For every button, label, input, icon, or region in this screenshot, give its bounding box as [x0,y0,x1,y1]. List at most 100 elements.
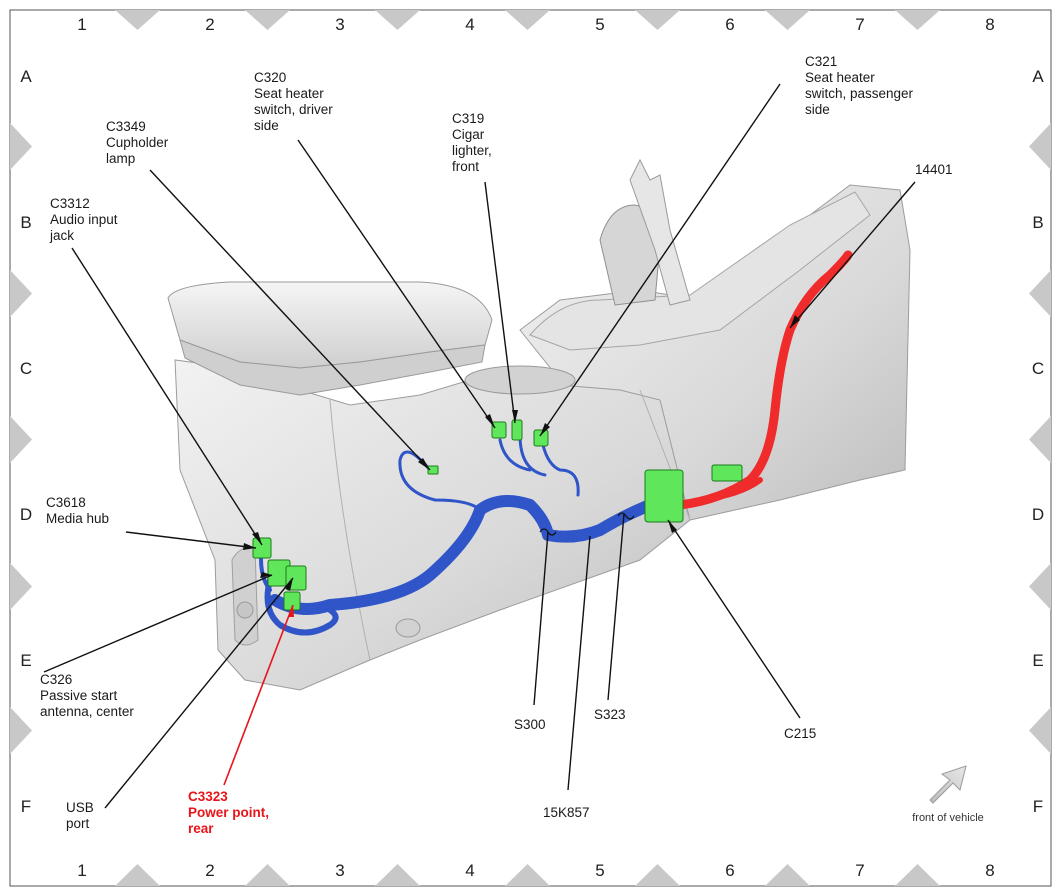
col-label: 8 [985,15,994,34]
label-line: C321 [805,54,837,69]
label-c3349: C3349 Cupholder lamp [106,119,169,166]
label-line: front [452,159,479,174]
label-line: lamp [106,151,135,166]
branch-switches [498,433,580,497]
label-line: Audio input [50,212,118,227]
leader-c326 [43,574,273,673]
leader-c320 [297,139,496,429]
col-label: 6 [725,861,734,880]
leader-s300 [533,531,549,706]
grid-markers-top [115,10,940,30]
label-c321: C321 Seat heater switch, passenger side [805,54,914,117]
connector-c215 [644,469,684,523]
label-line: 15K857 [543,805,590,820]
connectors [252,419,743,611]
console-front-rail [529,191,871,351]
grid-markers-right [1029,123,1051,754]
row-label: F [1033,797,1043,816]
harness-loop-rear [264,577,339,636]
label-line: C320 [254,70,286,85]
armrest-lid-edge [179,339,486,396]
col-label: 1 [77,861,86,880]
label-c320: C320 Seat heater switch, driver side [254,70,333,133]
leader-c3312 [71,247,263,546]
rear-outlet [236,601,254,619]
leader-c3618 [125,531,257,549]
label-line: switch, driver [254,102,333,117]
label-line: Media hub [46,511,109,526]
front-of-vehicle-label: front of vehicle [912,812,984,824]
splice-s323-mark [617,512,635,520]
col-label: 5 [595,15,604,34]
arrowhead [418,458,430,470]
arrowhead [243,543,256,550]
label-line: C215 [784,726,816,741]
label-line: Power point, [188,805,269,820]
arrowhead [668,520,677,533]
label-c3618: C3618 Media hub [46,495,109,526]
connector-c319 [511,419,523,441]
label-c3323: C3323 Power point, rear [188,789,269,836]
main-harness [269,495,656,615]
arrowhead [485,414,495,428]
label-line: rear [188,821,214,836]
red-harness [675,250,853,510]
leader-c321 [539,83,781,437]
label-15k857: 15K857 [543,805,590,820]
row-label: E [1032,651,1043,670]
leader-lines [43,83,916,809]
row-label: B [1032,213,1043,232]
arrowhead [285,578,293,591]
row-label: F [21,797,31,816]
side-vent [395,618,421,638]
col-label: 4 [465,15,474,34]
leader-arrowheads [243,315,800,617]
col-label: 6 [725,15,734,34]
row-label: A [20,67,32,86]
rear-panel-recess [231,547,259,646]
label-line: C3349 [106,119,146,134]
label-line: C3312 [50,196,90,211]
leader-c319 [484,181,516,424]
leader-c215 [667,519,801,719]
column-numbers-bottom: 1 2 3 4 5 6 7 8 [77,861,994,880]
harness-14401 [675,250,853,510]
front-of-vehicle-indicator: front of vehicle [912,765,984,824]
label-s300: S300 [514,717,546,732]
cupholder-opening [464,365,576,395]
label-14401: 14401 [915,162,953,177]
leader-15k857 [567,535,591,791]
row-label: C [20,359,32,378]
label-line: USB [66,800,94,815]
label-line: port [66,816,90,831]
label-line: S323 [594,707,626,722]
shifter-bracket [629,158,691,306]
label-line: C326 [40,672,72,687]
label-line: C3323 [188,789,228,804]
label-usb: USB port [66,800,94,831]
front-arrow-icon [929,765,967,804]
label-line: Seat heater [805,70,875,85]
panel-seam [329,399,371,661]
connector-c3349 [427,465,439,475]
connector-c321 [533,429,549,447]
label-c326: C326 Passive start antenna, center [40,672,134,719]
col-label: 7 [855,861,864,880]
col-label: 2 [205,861,214,880]
row-label: A [1032,67,1044,86]
arrowhead [512,410,518,423]
label-line: S300 [514,717,546,732]
label-s323: S323 [594,707,626,722]
harness-15k857 [259,433,656,636]
label-line: Cupholder [106,135,169,150]
label-line: Cigar [452,127,485,142]
row-label: C [1032,359,1044,378]
grid-markers-bottom [115,864,940,886]
label-line: antenna, center [40,704,134,719]
leader-usb [104,577,294,809]
label-line: lighter, [452,143,492,158]
leader-s323 [607,513,625,701]
col-label: 8 [985,861,994,880]
row-label: E [20,651,31,670]
